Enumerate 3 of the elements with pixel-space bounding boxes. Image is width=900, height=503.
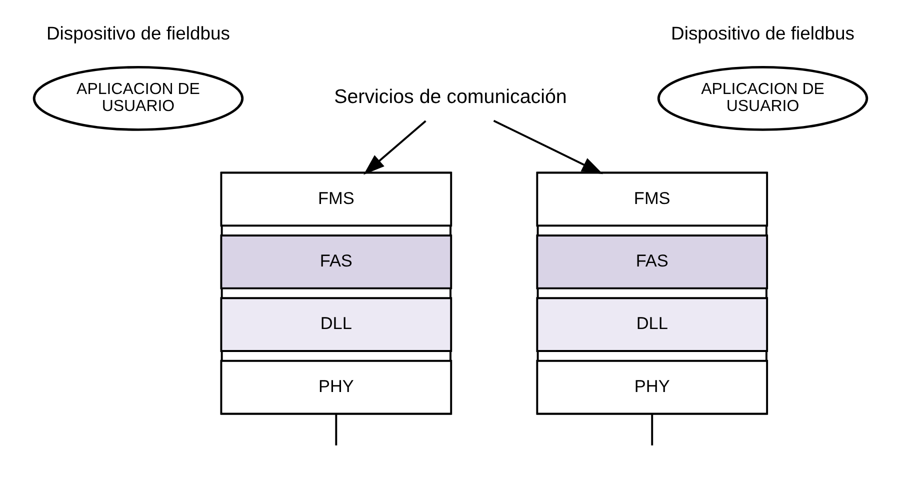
label: Dispositivo de fieldbus <box>46 22 230 44</box>
node-text: Servicios de comunicación <box>334 86 566 108</box>
label: Dispositivo de fieldbus <box>670 22 854 44</box>
